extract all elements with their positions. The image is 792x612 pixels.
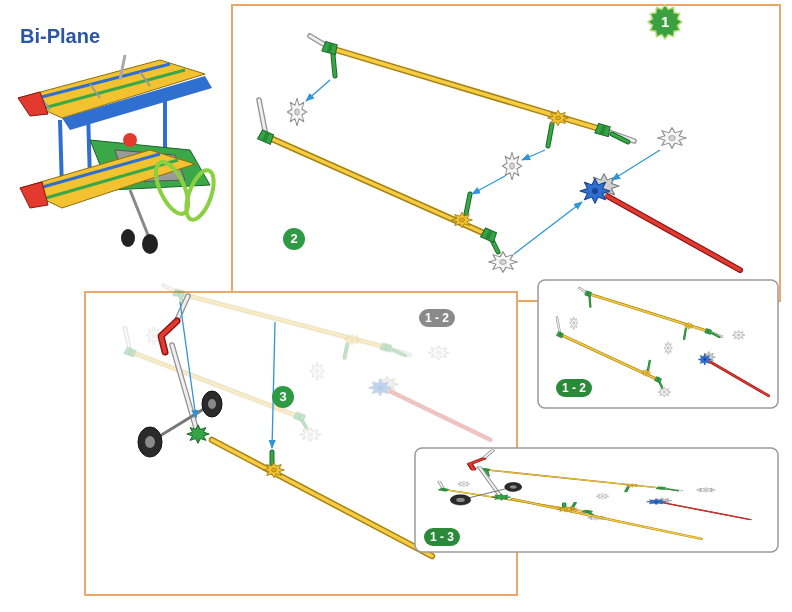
inset-assembly [438,450,750,538]
page-title: Bi-Plane [20,25,100,48]
callout-number: 3 [272,386,294,408]
step-star [648,5,682,39]
step-panel [232,5,780,301]
callout-number: 2 [283,228,305,250]
biplane-picture [20,150,195,208]
callout-number: 1 - 2 [419,309,455,327]
biplane-picture [121,229,135,247]
instruction-art [138,296,432,556]
assembly-arrows [306,80,330,101]
biplane-picture [30,64,170,100]
biplane-picture [18,55,219,254]
biplane-picture [181,167,219,223]
assembly-arrows [612,150,660,180]
biplane-picture [18,92,48,116]
assembly-arrows [180,302,275,448]
biplane-picture [142,234,158,254]
assembly-arrows [472,176,505,194]
callout-number: 1 - 2 [556,379,592,397]
biplane-picture [123,133,137,147]
inset-assembly [450,450,700,538]
biplane-picture [120,55,125,80]
instruction-art [556,288,768,397]
assembly-arrows [272,322,275,448]
assembly-arrows [514,202,582,254]
assembly-arrows [306,80,660,254]
result-inset [538,280,778,408]
instruction-art [258,36,740,272]
biplane-picture [20,182,48,208]
biplane-picture [140,72,150,86]
result-inset [415,448,778,552]
biplane-picture [90,84,100,98]
assembly-arrows [180,302,196,418]
callout-number: 1 - 3 [424,528,460,546]
callout-number: 1 [661,13,669,31]
assembly-arrows [522,150,545,160]
biplane-picture [18,60,205,118]
